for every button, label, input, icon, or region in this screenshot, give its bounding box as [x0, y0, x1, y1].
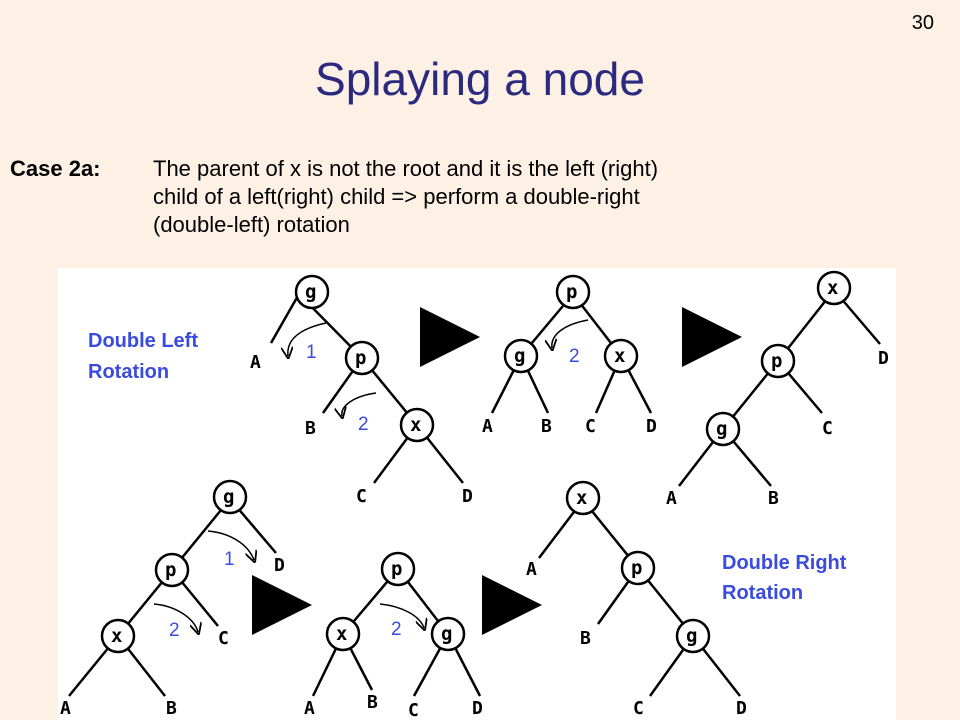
- leaf-D: D: [462, 486, 473, 507]
- svg-text:p: p: [631, 557, 642, 579]
- leaf-B: B: [367, 692, 378, 713]
- node-x: x: [100, 618, 136, 654]
- tree-bottom-1: g p x D C A B 1 2: [60, 479, 285, 719]
- leaf-A: A: [304, 698, 315, 719]
- svg-text:g: g: [305, 281, 316, 303]
- case-label: Case 2a:: [10, 156, 101, 181]
- leaf-C: C: [633, 698, 644, 719]
- svg-text:p: p: [165, 559, 176, 581]
- svg-text:Rotation: Rotation: [722, 582, 803, 604]
- leaf-B: B: [768, 488, 779, 509]
- node-g: g: [430, 616, 466, 652]
- svg-text:x: x: [614, 345, 625, 367]
- leaf-D: D: [646, 416, 657, 437]
- svg-text:x: x: [576, 487, 587, 509]
- leaf-D-cut: D: [878, 348, 889, 369]
- node-x: x: [565, 480, 601, 516]
- leaf-D: D: [472, 698, 483, 719]
- tree-top-3: x p g D C A B: [666, 270, 889, 509]
- svg-text:g: g: [686, 625, 697, 647]
- node-p: p: [620, 550, 656, 586]
- svg-text:g: g: [716, 418, 727, 440]
- leaf-C: C: [585, 416, 596, 437]
- leaf-A: A: [526, 559, 537, 580]
- step-2: 2: [358, 414, 369, 435]
- tree-top-2: p g x A B C D 2: [482, 274, 657, 437]
- svg-text:g: g: [514, 345, 525, 367]
- node-p: p: [380, 551, 416, 587]
- case-line-2: child of a left(right) child => perform …: [153, 184, 640, 209]
- node-p: p: [760, 343, 796, 379]
- rotation-arrow-1: [288, 322, 327, 356]
- leaf-B: B: [541, 416, 552, 437]
- node-x: x: [399, 407, 435, 443]
- tree-bottom-2: p x g A B C D 2: [304, 551, 483, 720]
- rotation-arrow-1: [207, 530, 254, 560]
- leaf-D: D: [736, 698, 747, 719]
- leaf-B: B: [580, 628, 591, 649]
- svg-text:x: x: [827, 277, 838, 299]
- node-p: p: [154, 552, 190, 588]
- node-x: x: [325, 616, 361, 652]
- svg-text:Rotation: Rotation: [88, 361, 169, 383]
- double-right-label: Double Right Rotation: [722, 552, 847, 604]
- step-2: 2: [169, 620, 180, 641]
- svg-text:p: p: [355, 347, 366, 369]
- step-1: 1: [224, 549, 235, 570]
- step-2: 2: [391, 619, 402, 640]
- node-g: g: [294, 274, 330, 310]
- case-line-3: (double-left) rotation: [153, 212, 350, 237]
- tree-bottom-3: x p g A B C D: [526, 480, 747, 719]
- step-1: 1: [306, 342, 317, 363]
- slide-title: Splaying a node: [315, 53, 645, 105]
- node-x: x: [603, 338, 639, 374]
- leaf-D: D: [274, 555, 285, 576]
- leaf-A: A: [482, 416, 493, 437]
- node-p: p: [344, 340, 380, 376]
- svg-text:Double Right: Double Right: [722, 552, 847, 574]
- rotation-arrow-2: [153, 603, 198, 632]
- leaf-C: C: [408, 700, 419, 720]
- rotation-diagram: Double Left Rotation g p x A B C D 1 2: [58, 268, 896, 720]
- leaf-B: B: [166, 698, 177, 719]
- node-g: g: [503, 338, 539, 374]
- svg-text:Double Left: Double Left: [88, 330, 198, 352]
- svg-text:p: p: [391, 558, 402, 580]
- step-2: 2: [569, 346, 580, 367]
- rotation-arrow-2: [342, 392, 377, 416]
- leaf-A: A: [250, 352, 261, 373]
- svg-text:p: p: [566, 281, 577, 303]
- tree-top-1: g p x A B C D 1 2: [250, 274, 473, 507]
- leaf-C: C: [218, 628, 229, 649]
- node-p: p: [555, 274, 591, 310]
- node-g: g: [705, 411, 741, 447]
- leaf-C: C: [356, 486, 367, 507]
- leaf-A: A: [666, 488, 677, 509]
- rotation-arrow-2: [552, 319, 589, 348]
- leaf-B: B: [305, 418, 316, 439]
- double-left-label: Double Left Rotation: [88, 330, 198, 383]
- svg-text:g: g: [441, 623, 452, 645]
- node-g: g: [675, 618, 711, 654]
- svg-text:g: g: [223, 486, 234, 508]
- svg-text:x: x: [410, 414, 421, 436]
- leaf-C: C: [822, 418, 833, 439]
- rotation-arrow-2: [379, 603, 424, 628]
- svg-text:x: x: [336, 623, 347, 645]
- case-line-1: The parent of x is not the root and it i…: [153, 156, 659, 181]
- case-text: The parent of x is not the root and it i…: [153, 155, 913, 239]
- node-x: x: [816, 270, 852, 306]
- slide-number: 30: [911, 12, 934, 34]
- leaf-A: A: [60, 698, 71, 719]
- svg-text:p: p: [771, 350, 782, 372]
- svg-text:x: x: [111, 625, 122, 647]
- node-g: g: [212, 479, 248, 515]
